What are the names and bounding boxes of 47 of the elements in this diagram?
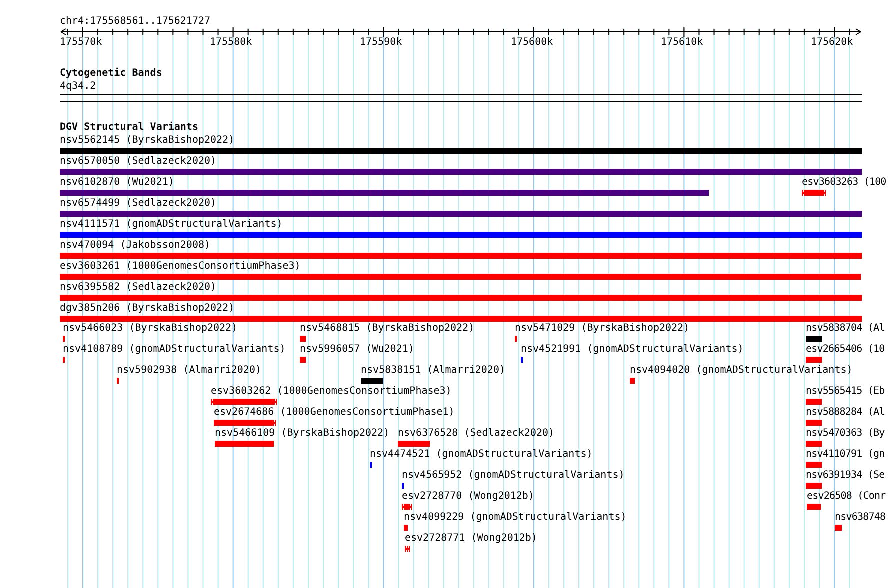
variant-label: esv3603261 (1000GenomesConsortiumPhase3) xyxy=(60,261,301,272)
variant-label: nsv638748 xyxy=(835,512,886,523)
variant-label: nsv5565415 (Eb xyxy=(806,386,885,397)
variant-label: nsv5466023 (ByrskaBishop2022) xyxy=(63,323,238,334)
variant-label: nsv5470363 (By xyxy=(806,428,885,439)
variant-label: nsv4521991 (gnomADStructuralVariants) xyxy=(521,344,744,355)
variant-label: nsv5838151 (Almarri2020) xyxy=(361,365,506,376)
track-title: DGV Structural Variants xyxy=(60,122,198,133)
variant-label: nsv6376528 (Sedlazeck2020) xyxy=(398,428,555,439)
variant-label: nsv470094 (Jakobsson2008) xyxy=(60,240,211,251)
variant-label: nsv4111571 (gnomADStructuralVariants) xyxy=(60,219,283,230)
tick-label: 175610k xyxy=(661,37,704,48)
variant-label: nsv4099229 (gnomADStructuralVariants) xyxy=(404,512,627,523)
band-label: 4q34.2 xyxy=(60,81,96,92)
variant-label: nsv5888284 (Al xyxy=(806,407,885,418)
variant-label: esv26508 (Conr xyxy=(807,491,886,502)
variant-label: nsv5562145 (ByrskaBishop2022) xyxy=(60,135,235,146)
variant-label: nsv5468815 (ByrskaBishop2022) xyxy=(300,323,475,334)
variant-label: nsv4110791 (gn xyxy=(806,449,885,460)
variant-label: nsv6574499 (Sedlazeck2020) xyxy=(60,198,217,209)
tick-label: 175570k xyxy=(60,37,102,48)
variant-label: nsv5466109 (ByrskaBishop2022) xyxy=(215,428,390,439)
variant-label: nsv5902938 (Almarri2020) xyxy=(117,365,262,376)
variant-label: nsv6391934 (Se xyxy=(806,470,885,481)
track-title: Cytogenetic Bands xyxy=(60,68,162,79)
variant-label: esv2674686 (1000GenomesConsortiumPhase1) xyxy=(214,407,455,418)
variant-label: nsv6102870 (Wu2021) xyxy=(60,177,174,188)
variant-label: nsv6570050 (Sedlazeck2020) xyxy=(60,156,217,167)
variant-label: nsv5471029 (ByrskaBishop2022) xyxy=(515,323,690,334)
variant-label: esv3603263 (100 xyxy=(802,177,886,188)
variant-label: nsv6395582 (Sedlazeck2020) xyxy=(60,282,217,293)
variant-label: dgv385n206 (ByrskaBishop2022) xyxy=(60,303,235,314)
variant-label: esv2728771 (Wong2012b) xyxy=(405,533,538,544)
variant-label: esv3603262 (1000GenomesConsortiumPhase3) xyxy=(211,386,452,397)
tick-label: 175590k xyxy=(360,37,402,48)
variant-label: nsv4108789 (gnomADStructuralVariants) xyxy=(63,344,286,355)
tick-label: 175600k xyxy=(511,37,554,48)
variant-label: nsv4565952 (gnomADStructuralVariants) xyxy=(402,470,625,481)
tick-label: 175620k xyxy=(811,37,854,48)
variant-label: esv2728770 (Wong2012b) xyxy=(402,491,534,502)
variant-label: nsv4474521 (gnomADStructuralVariants) xyxy=(370,449,593,460)
coordinate-label: chr4:175568561..175621727 xyxy=(60,16,211,27)
variant-label: nsv5838704 (Al xyxy=(806,323,885,334)
variant-label: nsv4094020 (gnomADStructuralVariants) xyxy=(630,365,853,376)
variant-label: nsv5996057 (Wu2021) xyxy=(300,344,414,355)
tick-label: 175580k xyxy=(210,37,252,48)
variant-label: esv2665406 (10 xyxy=(806,344,885,355)
